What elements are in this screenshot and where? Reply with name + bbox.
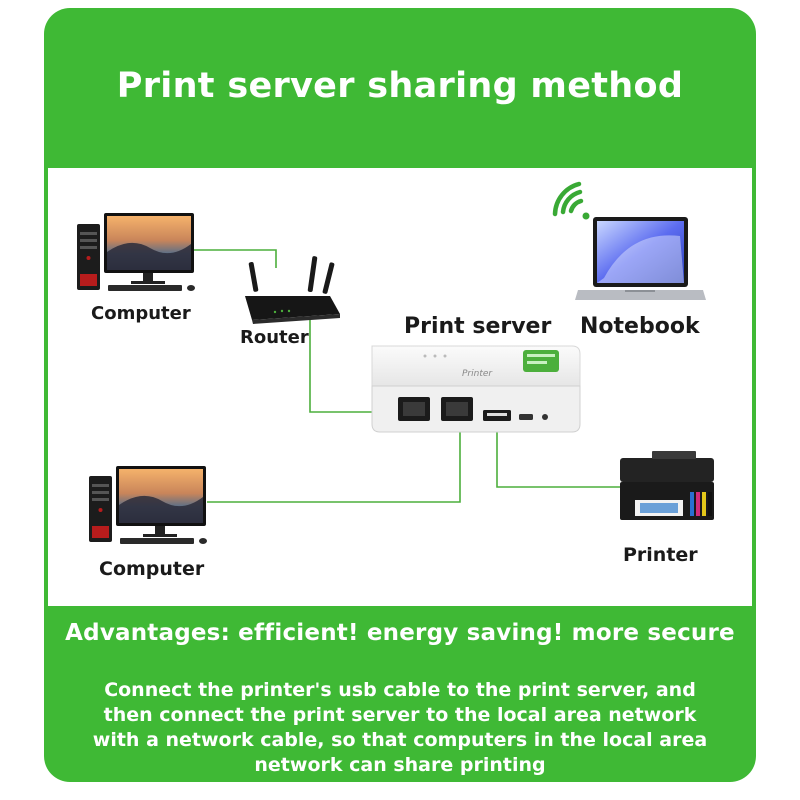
cable-server-printer — [496, 425, 620, 488]
label-notebook: Notebook — [580, 314, 700, 339]
router-icon — [245, 256, 340, 324]
advantages-text: Advantages: efficient! energy saving! mo… — [65, 620, 735, 646]
label-print-server: Print server — [404, 314, 552, 339]
label-computer-bottom: Computer — [99, 558, 205, 580]
server-brand-label: Printer — [462, 369, 493, 379]
cable-computer-router — [193, 249, 277, 268]
label-router: Router — [240, 327, 309, 348]
wifi-icon — [552, 181, 590, 220]
page-title: Print server sharing method — [116, 66, 684, 106]
printer-icon — [620, 451, 714, 520]
description-line: network can share printing — [254, 754, 546, 776]
description-text: Connect the printer's usb cable to the p… — [54, 678, 746, 778]
computer-icon — [89, 466, 207, 544]
cable-computer-server — [207, 420, 461, 503]
description-line: Connect the printer's usb cable to the p… — [104, 679, 696, 701]
computer-icon — [77, 213, 195, 291]
description-line: with a network cable, so that computers … — [92, 729, 708, 751]
notebook-icon — [575, 217, 706, 300]
description-line: then connect the print server to the loc… — [103, 704, 697, 726]
label-printer: Printer — [623, 544, 698, 566]
print-server-icon: Printer — [371, 345, 581, 433]
label-computer-top: Computer — [91, 303, 191, 324]
